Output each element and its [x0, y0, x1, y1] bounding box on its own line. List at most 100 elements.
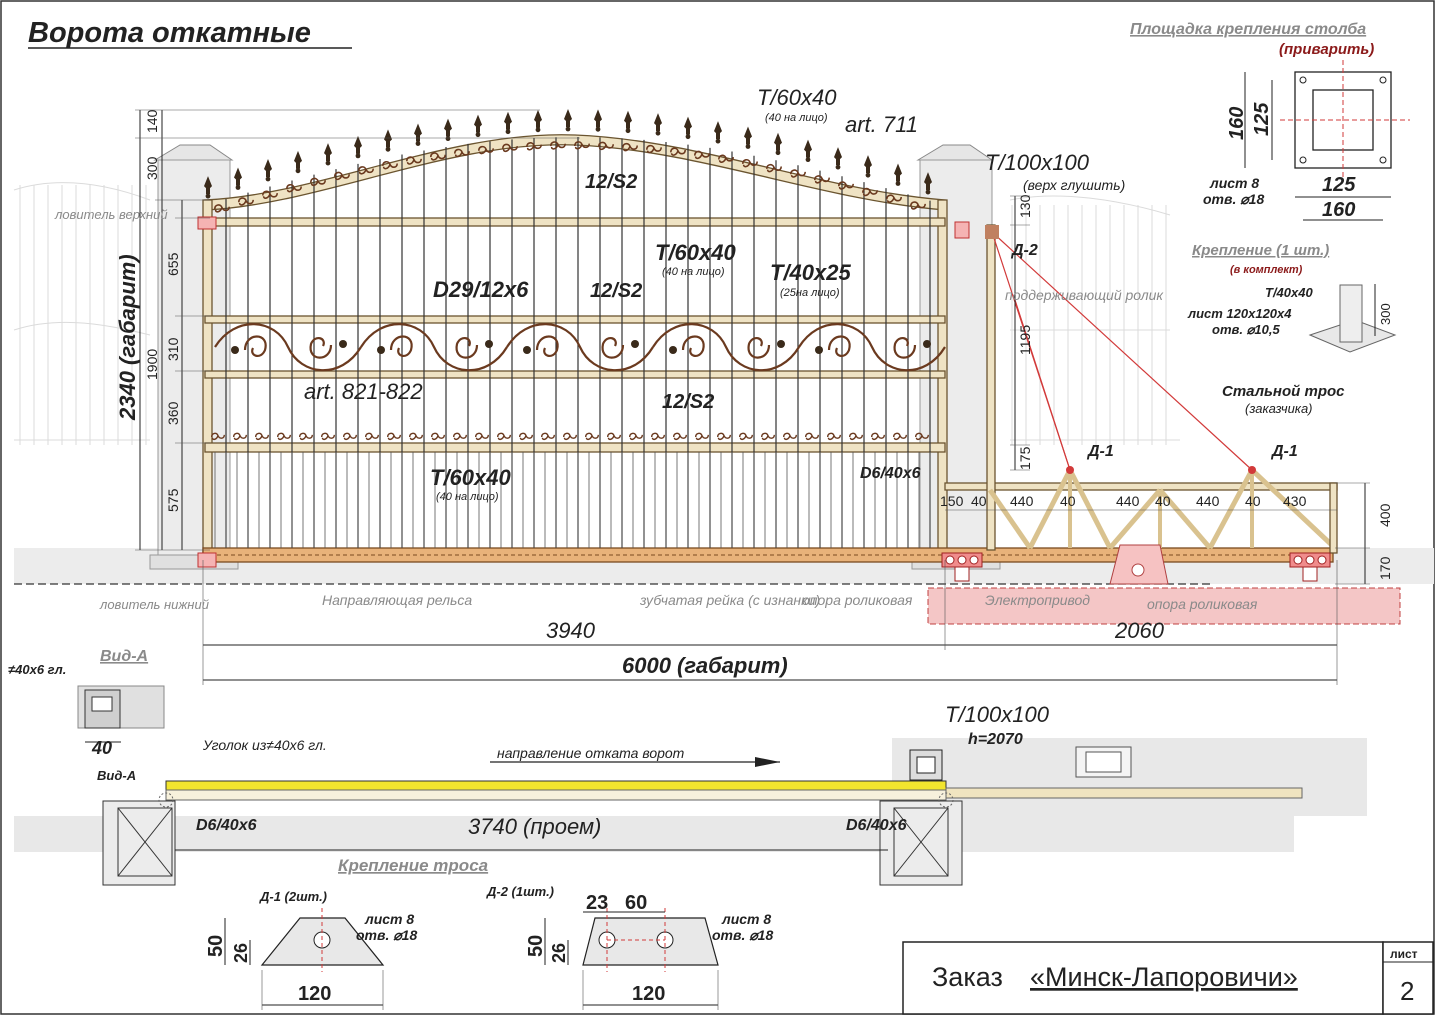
- d1-drawing: [224, 908, 385, 1010]
- cable-mount-title: Крепление троса: [338, 856, 488, 875]
- roller-support-left: [941, 552, 983, 582]
- label-12s2-low: 12/S2: [662, 391, 714, 413]
- label-guide-rail: Направляющая рельса: [322, 592, 472, 608]
- mid-scroll-spiral: [389, 335, 413, 357]
- spear-finial: [504, 111, 512, 135]
- mount-title: Крепление (1 шт.): [1192, 242, 1329, 259]
- mid-scroll-wave: [652, 323, 800, 372]
- plan-direction: направление отката ворот: [497, 745, 685, 761]
- mid-scroll-spiral: [455, 337, 479, 359]
- label-support-roller: поддерживающий ролик: [1005, 287, 1164, 303]
- dim-360: 360: [165, 401, 181, 425]
- truss-dim-1: 440: [1010, 493, 1034, 509]
- spear-finial: [534, 109, 542, 133]
- mid-scroll-leaf: [377, 346, 385, 354]
- spear-finial: [684, 116, 692, 140]
- truss-dim-5: 440: [1196, 493, 1220, 509]
- post-plate-dim-125h: 125: [1322, 174, 1356, 196]
- mount-sheet: лист 120x120x4: [1187, 306, 1292, 321]
- background-fence: [13, 182, 1180, 445]
- low-scroll-curl: [761, 432, 775, 441]
- label-d1-right: Д-1: [1270, 443, 1298, 460]
- truss-dim-7: 430: [1283, 493, 1307, 509]
- truss-dim-0: 40: [971, 493, 987, 509]
- label-t60x40-mid-note: (40 на лицо): [662, 266, 725, 278]
- mid-scroll-leaf: [231, 346, 239, 354]
- label-t100x100-note: (верх глушить): [1023, 177, 1125, 193]
- mid-scroll-leaf: [631, 340, 639, 348]
- view-a-drawing: [77, 685, 165, 743]
- d1-title: Д-1 (2шт.): [259, 889, 327, 904]
- low-scroll-curl: [827, 432, 841, 441]
- spear-finial: [474, 114, 482, 138]
- low-scroll-curl: [232, 432, 248, 441]
- mount-hole: отв. ⌀10,5: [1212, 322, 1280, 337]
- plan-view: [14, 738, 1367, 886]
- mid-scroll-leaf: [777, 340, 785, 348]
- plan-angle-label: Уголок из≠40x6 гл.: [202, 737, 327, 753]
- post-plate-title: Площадка крепления столба: [1130, 21, 1366, 38]
- low-scroll-curl: [277, 432, 291, 441]
- low-scroll-curl: [607, 432, 621, 441]
- low-scroll-curl: [475, 432, 489, 441]
- post-plate-drawing: [1244, 60, 1410, 221]
- spear-finial: [234, 167, 242, 190]
- truss-dim-2: 40: [1060, 493, 1076, 509]
- spear-finial: [264, 159, 272, 182]
- low-scroll-curl: [519, 432, 533, 441]
- low-scroll-curl: [651, 432, 665, 441]
- label-t60x40-mid: T/60x40: [655, 240, 736, 265]
- label-roller-support-right: опора роликовая: [1147, 596, 1258, 612]
- spear-finial: [354, 135, 362, 159]
- label-steel-cable-note: (заказчика): [1245, 401, 1313, 416]
- label-d2: Д-2: [1010, 242, 1038, 259]
- mid-scroll-spiral: [601, 337, 625, 359]
- left-dimensions: [135, 109, 580, 551]
- bottom-dimensions: [202, 509, 1338, 685]
- drive-zone: [927, 587, 1401, 625]
- post-plate-dim-160v: 160: [1226, 107, 1248, 140]
- spear-finial: [714, 121, 722, 144]
- order-prefix: Заказ: [932, 962, 1003, 992]
- low-scroll-curl: [365, 432, 379, 441]
- sheet-label: лист: [1390, 947, 1418, 961]
- label-t60x40-top-note: (40 на лицо): [765, 112, 828, 124]
- plan-opening: 3740 (проем): [468, 814, 601, 839]
- d2-w120: 120: [632, 983, 665, 1005]
- spear-finial: [894, 163, 902, 186]
- d1-sheet: лист 8: [364, 911, 414, 927]
- dim-175: 175: [1017, 446, 1033, 470]
- low-scroll-curl: [739, 432, 753, 441]
- post-plate-note: (приварить): [1279, 41, 1374, 58]
- mid-scroll-leaf: [339, 340, 347, 348]
- label-d1-left: Д-1: [1086, 443, 1114, 460]
- dim-1900: 1900: [144, 349, 160, 380]
- truss-dim-6: 40: [1245, 493, 1261, 509]
- label-12s2-top: 12/S2: [585, 171, 637, 193]
- electric-drive: [1109, 544, 1169, 585]
- dim-gabarit-height: 2340 (габарит): [115, 254, 140, 421]
- d1-hole: отв. ⌀18: [356, 927, 417, 943]
- catcher-bottom: [197, 552, 217, 568]
- spear-finial: [324, 143, 332, 166]
- label-t60x40-low-note: (40 на лицо): [436, 491, 499, 503]
- label-catcher-top: ловитель верхний: [54, 207, 168, 222]
- mid-scroll-wave: [798, 323, 946, 372]
- mid-scroll-spiral: [893, 337, 917, 359]
- view-a-marker: Вид-А: [97, 768, 136, 783]
- low-scroll-curl: [497, 432, 511, 441]
- low-scroll-curl: [343, 432, 357, 441]
- label-art821: art. 821-822: [304, 379, 423, 404]
- d2-plate: [985, 225, 999, 239]
- mid-scroll-spiral: [309, 337, 333, 359]
- label-roller-support-left: опора роликовая: [802, 592, 913, 608]
- spear-finial: [594, 109, 602, 132]
- label-steel-cable: Стальной трос: [1222, 383, 1345, 400]
- low-scroll-curl: [629, 432, 643, 441]
- truss-dim-4: 40: [1155, 493, 1171, 509]
- label-t40x25: T/40x25: [770, 260, 851, 285]
- label-art711: art. 711: [845, 112, 918, 137]
- dim-130: 130: [1017, 194, 1033, 218]
- post-plate-dim-125v: 125: [1251, 102, 1273, 136]
